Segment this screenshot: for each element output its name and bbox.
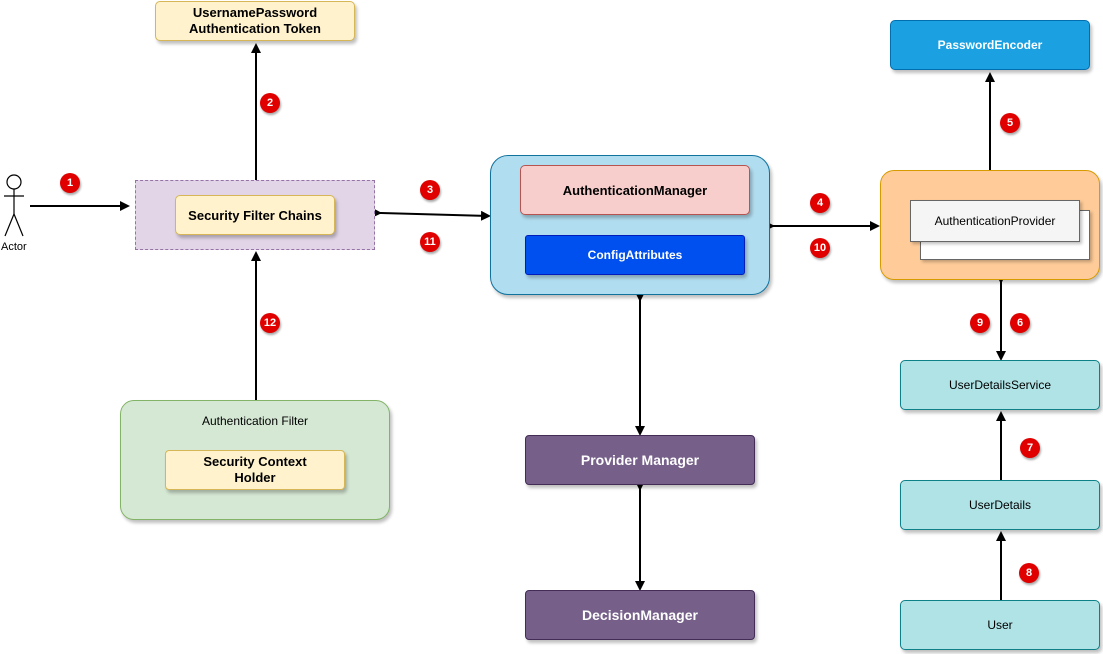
auth-manager-label: AuthenticationManager	[562, 182, 708, 198]
user-box: User	[900, 600, 1100, 650]
config-attributes-label: ConfigAttributes	[587, 248, 683, 262]
auth-manager-box: AuthenticationManager	[520, 165, 750, 215]
step-badge-1: 1	[60, 173, 80, 193]
step-badge-3: 3	[420, 180, 440, 200]
provider-manager-box: Provider Manager	[525, 435, 755, 485]
user-details-label: UserDetails	[968, 498, 1031, 512]
token-label: UsernamePassword Authentication Token	[189, 5, 321, 36]
user-details-service-label: UserDetailsService	[948, 378, 1052, 392]
arrow-filter-to-manager	[371, 207, 491, 221]
filter-chain-box: Security Filter Chains	[175, 195, 335, 235]
step-badge-9: 9	[970, 313, 990, 333]
step-badge-12: 12	[260, 313, 280, 333]
user-details-service-box: UserDetailsService	[900, 360, 1100, 410]
step-badge-8: 8	[1019, 563, 1039, 583]
actor-label: Actor	[1, 241, 27, 253]
filter-chain-label: Security Filter Chains	[188, 207, 322, 223]
decision-manager-box: DecisionManager	[525, 590, 755, 640]
security-context-holder-label: Security Context Holder	[203, 454, 307, 485]
step-badge-11: 11	[420, 232, 440, 252]
user-label: User	[987, 618, 1013, 632]
step-badge-4: 4	[810, 193, 830, 213]
provider-manager-label: Provider Manager	[580, 452, 700, 468]
actor-figure	[4, 174, 24, 237]
decision-manager-label: DecisionManager	[582, 607, 698, 623]
auth-provider-label: AuthenticationProvider	[934, 214, 1056, 228]
step-badge-7: 7	[1020, 438, 1040, 458]
token-box: UsernamePassword Authentication Token	[155, 1, 355, 41]
password-encoder-label: PasswordEncoder	[937, 38, 1043, 52]
auth-provider-box: AuthenticationProvider	[910, 200, 1080, 242]
step-badge-10: 10	[810, 238, 830, 258]
step-badge-6: 6	[1010, 313, 1030, 333]
auth-filter-title: Authentication Filter	[201, 414, 309, 428]
step-badge-5: 5	[1000, 113, 1020, 133]
password-encoder-box: PasswordEncoder	[890, 20, 1090, 70]
security-context-holder-box: Security Context Holder	[165, 450, 345, 490]
step-badge-2: 2	[260, 93, 280, 113]
user-details-box: UserDetails	[900, 480, 1100, 530]
config-attributes-box: ConfigAttributes	[525, 235, 745, 275]
